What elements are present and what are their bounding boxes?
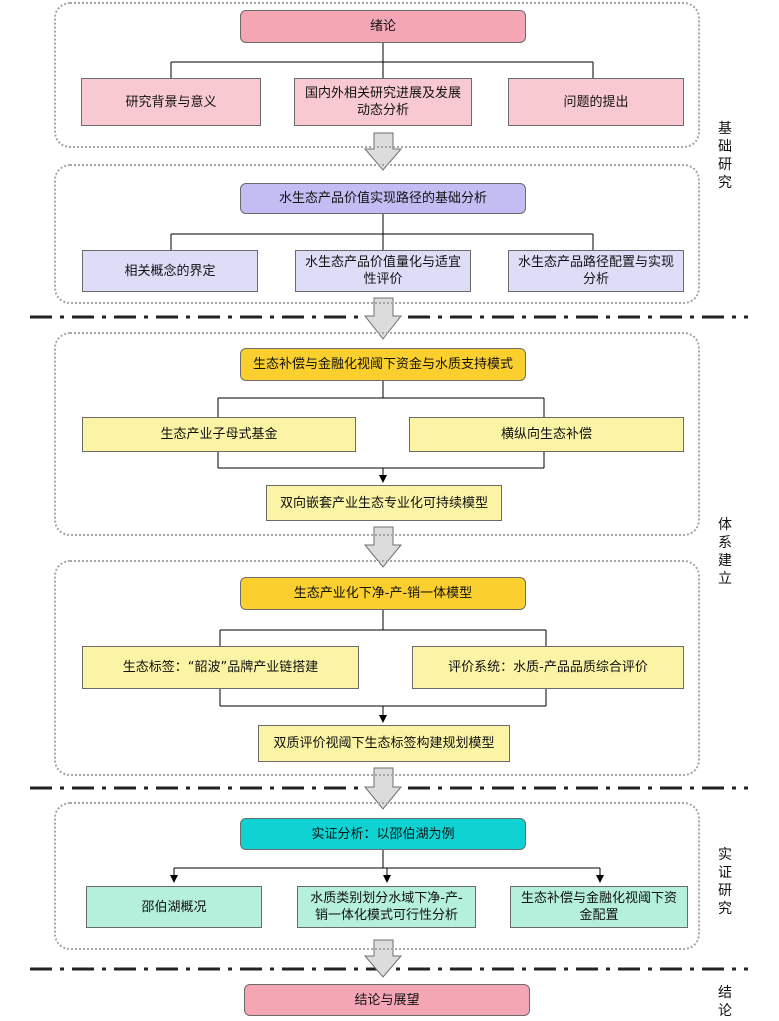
problem-statement-box: 问题的提出 bbox=[508, 78, 684, 126]
side-label-system-building: 体系建立 bbox=[718, 517, 732, 587]
literature-review-box: 国内外相关研究进展及发展动态分析 bbox=[294, 78, 472, 126]
side-label-conclusion: 结论 bbox=[718, 985, 732, 1019]
feasibility-analysis-box: 水质类别划分水域下净-产-销一体化模式可行性分析 bbox=[297, 886, 476, 928]
support-mode-title-box: 生态补偿与金融化视阈下资金与水质支持模式 bbox=[240, 348, 526, 381]
fund-allocation-box: 生态补偿与金融化视阈下资金配置 bbox=[510, 886, 688, 928]
section-support-mode bbox=[54, 332, 700, 536]
label-planning-model-box: 双质评价视阈下生态标签构建规划模型 bbox=[258, 725, 510, 762]
section-introduction bbox=[54, 2, 700, 148]
conclusion-box: 结论与展望 bbox=[244, 984, 530, 1016]
section-empirical-analysis bbox=[54, 802, 700, 950]
empirical-title-box: 实证分析：以邵伯湖为例 bbox=[240, 818, 526, 850]
basic-analysis-title-box: 水生态产品价值实现路径的基础分析 bbox=[240, 183, 526, 214]
concept-definition-box: 相关概念的界定 bbox=[82, 250, 258, 292]
lake-overview-box: 邵伯湖概况 bbox=[86, 886, 262, 928]
flow-arrow bbox=[363, 526, 403, 568]
path-configuration-box: 水生态产品路径配置与实现分析 bbox=[508, 250, 684, 292]
section-integration-model bbox=[54, 560, 700, 776]
flow-arrow bbox=[363, 767, 403, 810]
eco-label-box: 生态标签：“韶波”品牌产业链搭建 bbox=[82, 646, 359, 689]
section-basic-analysis bbox=[54, 164, 700, 304]
nested-model-box: 双向嵌套产业生态专业化可持续模型 bbox=[266, 485, 502, 521]
side-label-empirical-research: 实证研究 bbox=[718, 847, 732, 917]
intro-title-box: 绪论 bbox=[240, 10, 526, 43]
side-label-basic-research: 基础研究 bbox=[718, 121, 732, 191]
industry-fund-box: 生态产业子母式基金 bbox=[82, 417, 356, 452]
research-background-box: 研究背景与意义 bbox=[81, 78, 261, 126]
integration-model-title-box: 生态产业化下净-产-销一体模型 bbox=[240, 577, 526, 610]
flow-arrow bbox=[363, 297, 403, 340]
evaluation-system-box: 评价系统：水质-产品品质综合评价 bbox=[412, 646, 684, 689]
ecological-compensation-box: 横纵向生态补偿 bbox=[409, 417, 684, 452]
flow-arrow bbox=[363, 132, 403, 171]
value-quantification-box: 水生态产品价值量化与适宜性评价 bbox=[295, 250, 471, 292]
